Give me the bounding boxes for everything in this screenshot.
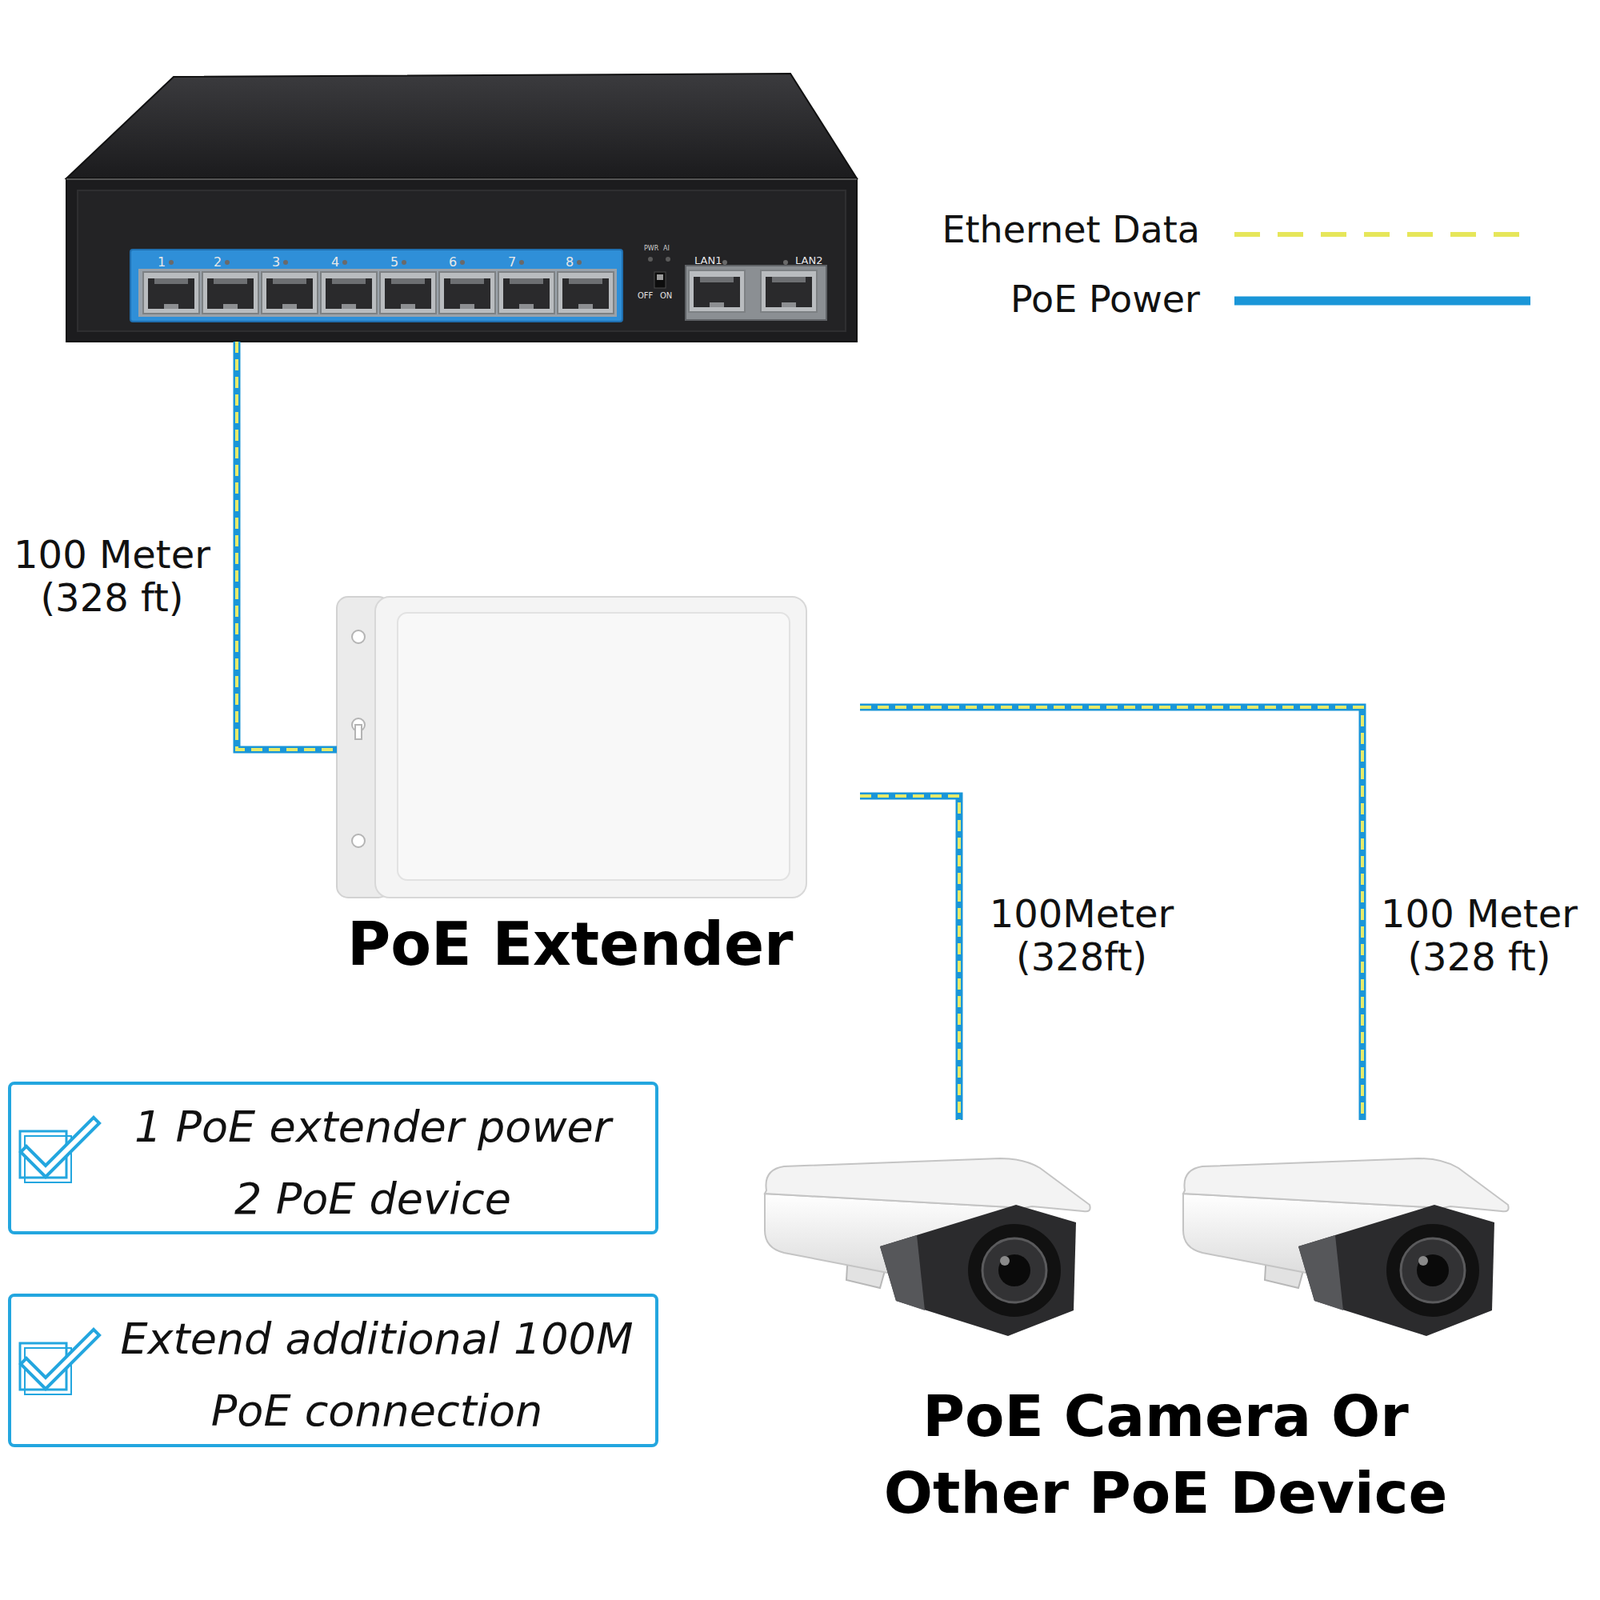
extender-box: PoE Extender: [336, 596, 860, 981]
extender-body: [375, 596, 807, 898]
cable-length: 100 Meter (328 ft): [0, 532, 224, 620]
switch-label: OFF: [637, 291, 653, 301]
rj45-port: [380, 272, 436, 314]
led-label: AI: [663, 244, 670, 253]
switch-panel: [77, 190, 846, 332]
poe-extender: [336, 596, 807, 898]
legend-text: Ethernet Data: [880, 207, 1200, 252]
feature-text: 1 PoE extender power 2 PoE device: [124, 1091, 621, 1236]
port-frame: [138, 268, 617, 317]
rj45-port: [261, 272, 318, 314]
feature-text: Extend additional 100M PoE connection: [100, 1303, 653, 1448]
cable-length: 100 Meter (328 ft): [1367, 892, 1592, 979]
lan-frame: [685, 265, 827, 320]
data-line: [860, 707, 1363, 1120]
rj45-port: [439, 272, 496, 314]
port-number: 5: [390, 254, 399, 270]
led-label: PWR: [644, 244, 659, 253]
device-group: PoE Camera Or Other PoE Device: [752, 1120, 1536, 1536]
rj45-port: [143, 272, 200, 314]
port-number: 1: [157, 254, 166, 270]
port-number: 3: [272, 254, 280, 270]
checkmark-icon: [20, 1123, 94, 1183]
cable-length: 100Meter (328ft): [969, 892, 1194, 979]
network-switch: 1 2 3 4 5 6 7 8 PWR AI OFF ON LAN1 LAN2: [66, 73, 857, 342]
rj45-port: [320, 272, 377, 314]
extender-cover: [397, 612, 790, 880]
power-line: [860, 796, 960, 1120]
poe-cable: [860, 796, 960, 1120]
port-leds: [168, 260, 582, 265]
switch-label: ON: [660, 291, 672, 301]
camera-illustration: [1183, 1158, 1509, 1336]
lan-port: [760, 270, 817, 312]
port-number: 8: [565, 254, 574, 270]
switch-top: [66, 73, 857, 179]
poe-switch: [66, 73, 857, 342]
data-line: [236, 341, 337, 750]
feature-box: Extend additional 100M PoE connection: [8, 1293, 659, 1448]
lan-led: [722, 260, 728, 265]
status-led: [665, 256, 671, 262]
lan-led: [783, 260, 788, 265]
port-panel: [130, 249, 623, 322]
port-label: LAN1: [694, 254, 722, 268]
power-line: [236, 341, 337, 750]
device-title: PoE Extender: [347, 908, 794, 980]
port-number: 7: [508, 254, 516, 270]
legend-solid-line: [1234, 296, 1531, 306]
legend-text: PoE Power: [880, 276, 1200, 322]
legend-dashed-line: [1234, 232, 1531, 237]
switch-edge: [66, 178, 857, 180]
port-label: LAN2: [795, 254, 823, 268]
rj45-port: [557, 272, 614, 314]
data-line: [860, 796, 960, 1120]
status-led: [648, 256, 653, 262]
rj45-port: [498, 272, 555, 314]
port-number: 2: [213, 254, 222, 270]
camera-illustration: [764, 1158, 1091, 1336]
keyhole-slot: [355, 724, 362, 740]
port-number: 6: [448, 254, 457, 270]
lan-port: [688, 270, 745, 312]
poe-cable: [860, 707, 1363, 1120]
poe-cable: [236, 341, 337, 750]
switch-front: [66, 178, 857, 342]
rj45-port: [202, 272, 259, 314]
dip-knob: [656, 274, 664, 280]
port-number: 4: [331, 254, 340, 270]
dip-switch: [654, 272, 666, 288]
power-line: [860, 707, 1363, 1120]
device-title: PoE Camera Or Other PoE Device: [829, 1377, 1502, 1532]
mount-hole: [352, 834, 365, 848]
mount-hole: [352, 630, 365, 644]
checkmark-icon: [20, 1335, 94, 1395]
feature-box: 1 PoE extender power 2 PoE device: [8, 1081, 659, 1235]
